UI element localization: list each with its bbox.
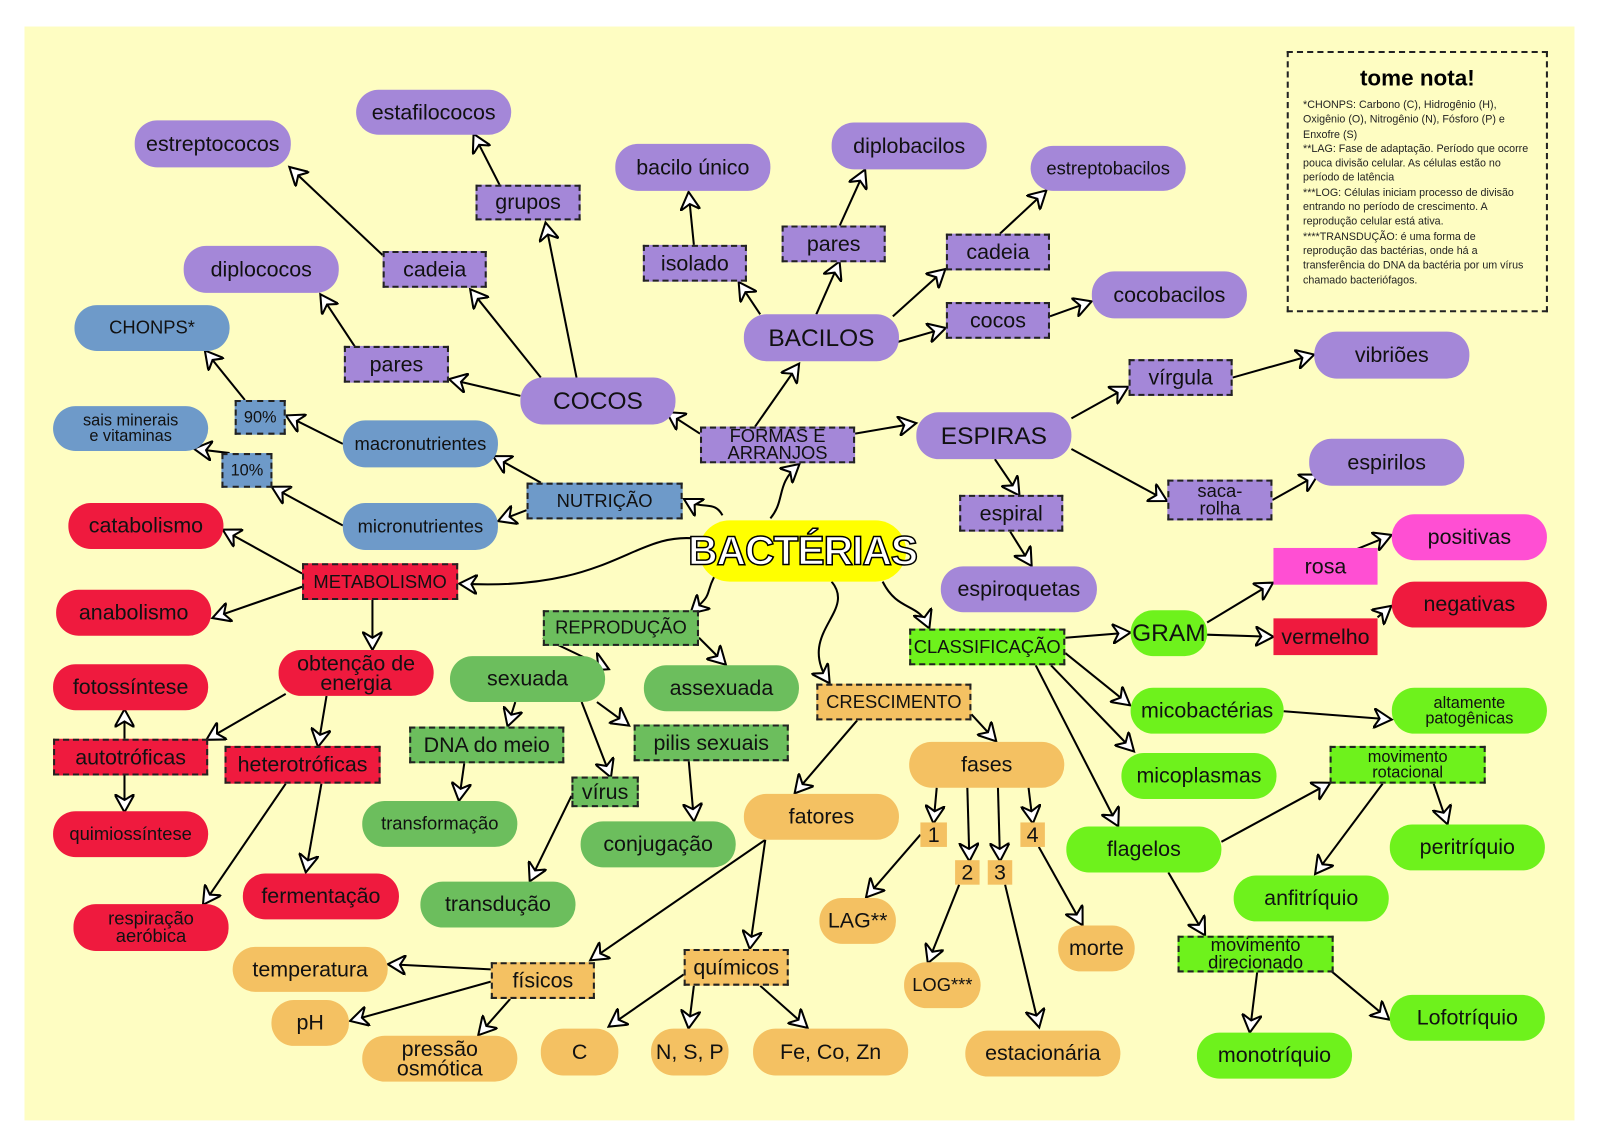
node-pressao-osmotica[interactable]: pressão osmótica <box>362 1035 518 1082</box>
node-assexuada[interactable]: assexuada <box>643 665 799 712</box>
node-n-s-p[interactable]: N, S, P <box>651 1028 729 1076</box>
node-fermentacao[interactable]: fermentação <box>242 873 399 920</box>
node-respiracao-aerobica[interactable]: respiração aeróbica <box>73 904 229 952</box>
node-fases[interactable]: fases <box>909 741 1065 788</box>
node-saca-rolha[interactable]: saca- rolha <box>1167 479 1273 521</box>
node-fisicos[interactable]: físicos <box>490 962 595 999</box>
node-vibrioes[interactable]: vibriões <box>1314 331 1470 379</box>
node-cocos-pares[interactable]: pares <box>343 345 449 383</box>
node-conjugacao[interactable]: conjugação <box>580 821 736 868</box>
node-positivas[interactable]: positivas <box>1391 514 1547 561</box>
node-fatores[interactable]: fatores <box>743 793 899 840</box>
node-micobacterias[interactable]: micobactérias <box>1130 687 1284 734</box>
node-altamente-patogenicas[interactable]: altamente patogênicas <box>1391 687 1547 734</box>
node-estacionaria[interactable]: estacionária <box>965 1030 1121 1077</box>
node-virus[interactable]: vírus <box>571 776 639 808</box>
node-fe-co-zn[interactable]: Fe, Co, Zn <box>753 1028 909 1076</box>
node-anabolismo[interactable]: anabolismo <box>56 589 212 636</box>
node-estafilococos[interactable]: estafilococos <box>356 89 512 135</box>
node-espiral[interactable]: espiral <box>959 494 1064 532</box>
node-flagelos[interactable]: flagelos <box>1066 826 1222 873</box>
node-anfitriquio[interactable]: anfitríquio <box>1233 875 1389 922</box>
node-morte[interactable]: morte <box>1058 925 1135 972</box>
node-c[interactable]: C <box>540 1028 619 1076</box>
node-virgula[interactable]: vírgula <box>1128 359 1233 396</box>
node-cocos-cadeia[interactable]: cadeia <box>382 251 487 288</box>
node-bacilos-cadeia[interactable]: cadeia <box>945 233 1050 271</box>
node-peritriquio[interactable]: peritríquio <box>1389 824 1545 871</box>
node-rosa[interactable]: rosa <box>1273 547 1378 585</box>
node-formas-arranjos[interactable]: FORMAS E ARRANJOS <box>699 427 856 464</box>
node-isolado[interactable]: isolado <box>642 244 747 282</box>
node-cocos-grupos[interactable]: grupos <box>475 184 581 221</box>
node-obtencao-energia[interactable]: obtenção de energia <box>278 649 434 696</box>
node-movimento-direcionado[interactable]: movimento direcionado <box>1177 935 1334 973</box>
node-fase-4[interactable]: 4 <box>1020 822 1045 847</box>
note-title: tome nota! <box>1359 65 1475 91</box>
node-diplococos[interactable]: diplococos <box>183 245 339 293</box>
note-chonps: *CHONPS: Carbono (C), Hidrogênio (H), Ox… <box>1303 98 1505 141</box>
node-diplobacilos[interactable]: diplobacilos <box>831 122 987 170</box>
node-fotossintese[interactable]: fotossíntese <box>53 664 209 711</box>
node-ph[interactable]: pH <box>271 999 349 1046</box>
node-estreptococos[interactable]: estreptococos <box>134 120 291 168</box>
node-crescimento[interactable]: CRESCIMENTO <box>816 683 972 721</box>
node-estreptobacilos[interactable]: estreptobacilos <box>1030 145 1186 191</box>
node-10-percent[interactable]: 10% <box>221 453 273 488</box>
node-classificacao[interactable]: CLASSIFICAÇÃO <box>909 628 1066 666</box>
center-node-bacterias[interactable]: BACTÉRIAS <box>687 520 919 582</box>
node-nutricao[interactable]: NUTRIÇÃO <box>526 482 683 520</box>
node-gram[interactable]: GRAM <box>1130 610 1208 657</box>
node-vermelho[interactable]: vermelho <box>1273 618 1378 656</box>
node-bacilos[interactable]: BACILOS <box>743 314 899 362</box>
node-chonps[interactable]: CHONPS* <box>74 305 230 352</box>
node-fase-1[interactable]: 1 <box>920 822 947 847</box>
node-espiras[interactable]: ESPIRAS <box>916 412 1072 460</box>
node-reproducao[interactable]: REPRODUÇÃO <box>542 610 699 646</box>
node-espiroquetas[interactable]: espiroquetas <box>940 566 1097 613</box>
node-cocos[interactable]: COCOS <box>520 377 676 425</box>
node-metabolismo[interactable]: METABOLISMO <box>302 563 459 600</box>
node-fase-3[interactable]: 3 <box>987 860 1013 885</box>
node-transformacao[interactable]: transformação <box>362 801 518 847</box>
node-90-percent[interactable]: 90% <box>234 399 286 435</box>
node-lag[interactable]: LAG** <box>819 897 896 944</box>
node-monotriquio[interactable]: monotríquio <box>1196 1032 1353 1079</box>
node-autotroficas[interactable]: autotróficas <box>53 738 209 776</box>
note-box: tome nota! *CHONPS: Carbono (C), Hidrogê… <box>1286 51 1548 313</box>
node-quimicos[interactable]: químicos <box>683 948 789 986</box>
node-temperatura[interactable]: temperatura <box>232 946 388 992</box>
node-movimento-rotacional[interactable]: movimento rotacional <box>1329 745 1486 784</box>
node-espirilos[interactable]: espirilos <box>1309 438 1465 486</box>
node-bacilos-pares[interactable]: pares <box>781 225 886 263</box>
node-sexuada[interactable]: sexuada <box>449 656 606 703</box>
node-cocobacilos[interactable]: cocobacilos <box>1091 271 1247 319</box>
node-dna-do-meio[interactable]: DNA do meio <box>409 726 565 764</box>
note-lag: **LAG: Fase de adaptação. Período que oc… <box>1303 142 1529 185</box>
note-transducao: ****TRANSDUÇÃO: é uma forma de reproduçã… <box>1303 230 1524 287</box>
node-micronutrientes[interactable]: micronutrientes <box>342 503 498 550</box>
node-pilis-sexuais[interactable]: pilis sexuais <box>633 724 789 762</box>
node-log[interactable]: LOG*** <box>904 962 981 1009</box>
node-negativas[interactable]: negativas <box>1391 581 1547 628</box>
node-catabolismo[interactable]: catabolismo <box>68 503 224 549</box>
node-bacilo-unico[interactable]: bacilo único <box>615 143 771 191</box>
node-heterotroficas[interactable]: heterotróficas <box>224 745 381 784</box>
node-bacilos-cocos[interactable]: cocos <box>945 302 1050 339</box>
node-sais-minerais[interactable]: sais minerais e vitaminas <box>53 406 209 452</box>
note-log: ***LOG: Células iniciam processo de divi… <box>1303 186 1514 228</box>
node-quimiossintese[interactable]: quimiossíntese <box>53 811 209 858</box>
node-fase-2[interactable]: 2 <box>955 860 980 885</box>
node-transducao[interactable]: transdução <box>420 881 576 928</box>
node-lofotriquio[interactable]: Lofotríquio <box>1389 994 1545 1041</box>
node-macronutrientes[interactable]: macronutrientes <box>342 420 498 468</box>
node-micoplasmas[interactable]: micoplasmas <box>1121 753 1277 799</box>
